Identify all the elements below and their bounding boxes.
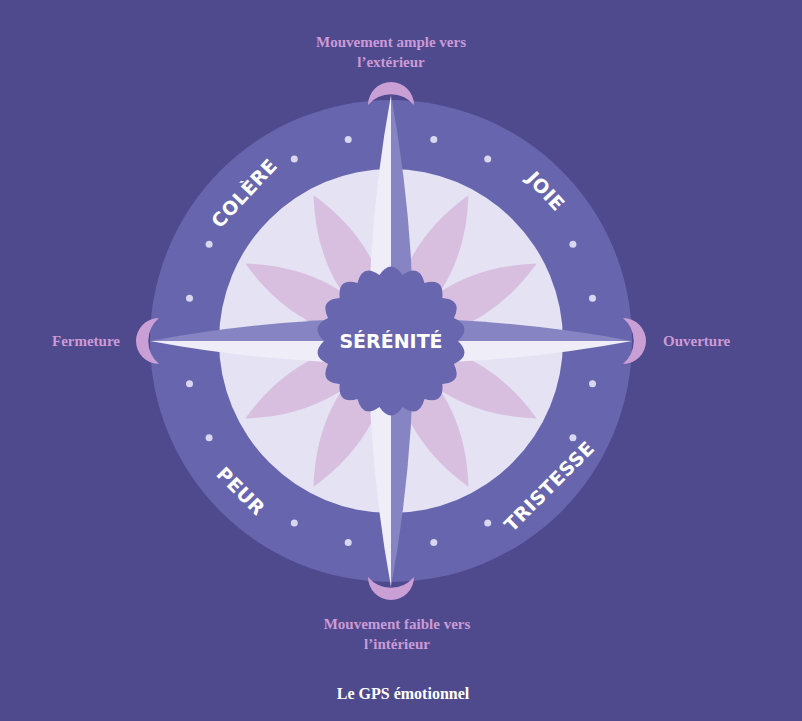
ring-dot — [291, 519, 298, 526]
direction-label: Mouvement ample vers l’extérieur — [311, 32, 471, 72]
ring-dot — [569, 241, 576, 248]
ring-dot — [589, 295, 596, 302]
ring-dot — [430, 539, 437, 546]
direction-label: Mouvement faible vers l’intérieur — [317, 614, 477, 654]
ring-dot — [291, 156, 298, 163]
caption: Le GPS émotionnel — [337, 685, 469, 703]
crescent — [136, 318, 159, 364]
ring-dot — [569, 434, 576, 441]
scalloped-circle: SÉRÉNITÉ — [315, 265, 467, 417]
direction-label: Ouverture — [663, 331, 730, 351]
node-text: SÉRÉNITÉ — [339, 330, 442, 352]
direction-label: Fermeture — [52, 331, 120, 351]
ring-dot — [206, 241, 213, 248]
ring-dot — [345, 136, 352, 143]
crescent — [368, 82, 414, 105]
ring-dot — [589, 380, 596, 387]
ring-dot — [206, 434, 213, 441]
ring-dot — [186, 295, 193, 302]
ring-dot — [430, 136, 437, 143]
crescent — [623, 318, 646, 364]
ring-dot — [186, 380, 193, 387]
scallop-shape — [318, 267, 465, 416]
ring-dot — [484, 519, 491, 526]
crescent — [368, 577, 414, 600]
ring-dot — [484, 156, 491, 163]
ring-dot — [345, 539, 352, 546]
crescents — [136, 82, 646, 600]
